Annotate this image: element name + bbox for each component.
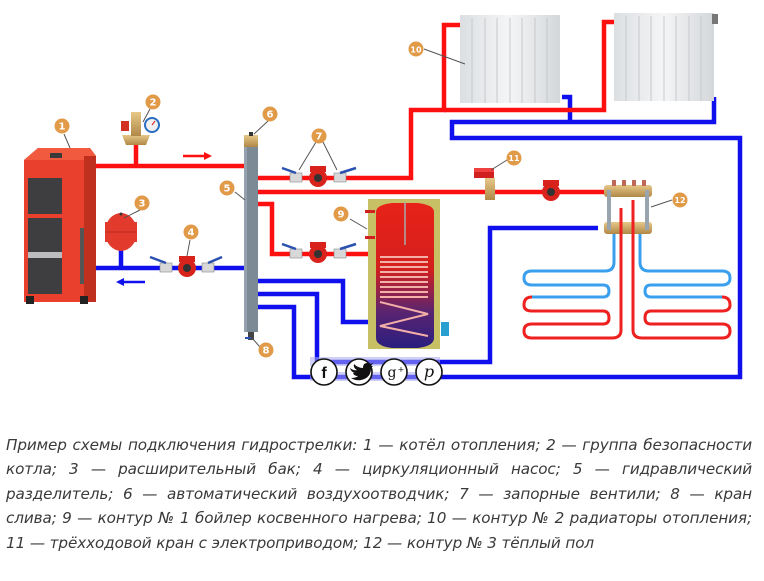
svg-text:11: 11 — [508, 154, 520, 163]
svg-text:8: 8 — [263, 346, 270, 357]
twitter-icon — [350, 363, 373, 381]
svg-text:1: 1 — [59, 122, 66, 133]
badge-10: 10 — [408, 41, 424, 57]
boiler — [24, 148, 96, 304]
three-way-valve — [474, 168, 495, 200]
radiator-1 — [460, 15, 560, 103]
flow-arrows — [116, 152, 212, 286]
indirect-water-heater — [365, 199, 449, 349]
badge-4: 4 — [183, 224, 199, 240]
pinterest-icon: p — [424, 362, 434, 381]
svg-text:4: 4 — [188, 228, 195, 239]
radiator1-return-stub — [562, 94, 573, 122]
badge-7: 7 — [311, 128, 327, 144]
svg-text:9: 9 — [338, 210, 345, 221]
svg-text:10: 10 — [410, 46, 422, 55]
share-buttons: f g + p — [310, 358, 443, 386]
share-facebook-button[interactable]: f — [310, 358, 338, 386]
svg-text:2: 2 — [150, 98, 157, 109]
expansion-tank — [105, 212, 137, 251]
svg-text:5: 5 — [224, 184, 231, 195]
svg-text:6: 6 — [267, 110, 274, 121]
floor-loop-left-supply — [522, 208, 623, 340]
badge-8: 8 — [258, 342, 274, 358]
radiator-supply-pipe — [258, 22, 460, 181]
floor-manifold — [604, 180, 652, 234]
underfloor-heating-loops — [522, 200, 732, 340]
return-arrow-head — [116, 278, 124, 286]
share-pinterest-button[interactable]: p — [415, 358, 443, 386]
heat-exchanger-coil — [379, 256, 429, 337]
main-return-loop — [258, 97, 743, 380]
circulation-pump-7-upper — [281, 166, 357, 187]
share-google-plus-button[interactable]: g + — [380, 358, 408, 386]
floor-loop-right-return — [638, 234, 732, 299]
badge-12: 12 — [672, 192, 688, 208]
svg-text:7: 7 — [316, 132, 323, 143]
pipe-fade-overlay — [310, 357, 440, 366]
share-twitter-button[interactable] — [345, 358, 373, 386]
badge-11: 11 — [506, 150, 522, 166]
water-heater-return-pipe — [258, 278, 372, 325]
callout-badges: 1 2 3 4 5 6 7 8 9 10 11 12 — [54, 41, 688, 358]
svg-text:3: 3 — [139, 199, 146, 210]
circulation-pump-7-lower — [281, 242, 357, 263]
svg-text:12: 12 — [674, 196, 685, 205]
badge-6: 6 — [262, 106, 278, 122]
pipe-fade-overlay — [310, 372, 440, 381]
figure-caption: Пример схемы подключения гидрострелки: 1… — [6, 436, 752, 552]
heating-scheme-diagram: 1 2 3 4 5 6 7 8 9 10 11 12 f g + p — [24, 13, 743, 386]
facebook-icon: f — [321, 365, 327, 382]
radiator-supply-main — [444, 19, 616, 113]
hydraulic-separator — [244, 132, 258, 340]
floor-loop-left-return — [522, 234, 616, 299]
badge-2: 2 — [145, 94, 161, 110]
badge-9: 9 — [333, 206, 349, 222]
supply-arrow-head — [204, 152, 212, 160]
circulation-pump-4 — [149, 255, 223, 277]
floor-circulation-pump — [542, 180, 560, 201]
radiator-2 — [614, 13, 718, 101]
badge-3: 3 — [134, 195, 150, 211]
google-plus-icon: g — [388, 365, 397, 381]
badge-1: 1 — [54, 118, 70, 134]
safety-group — [121, 112, 160, 145]
google-plus-plus-icon: + — [398, 365, 405, 374]
callout-leaders — [63, 48, 673, 348]
floor-loop-right-supply — [631, 200, 732, 340]
badge-5: 5 — [219, 180, 235, 196]
